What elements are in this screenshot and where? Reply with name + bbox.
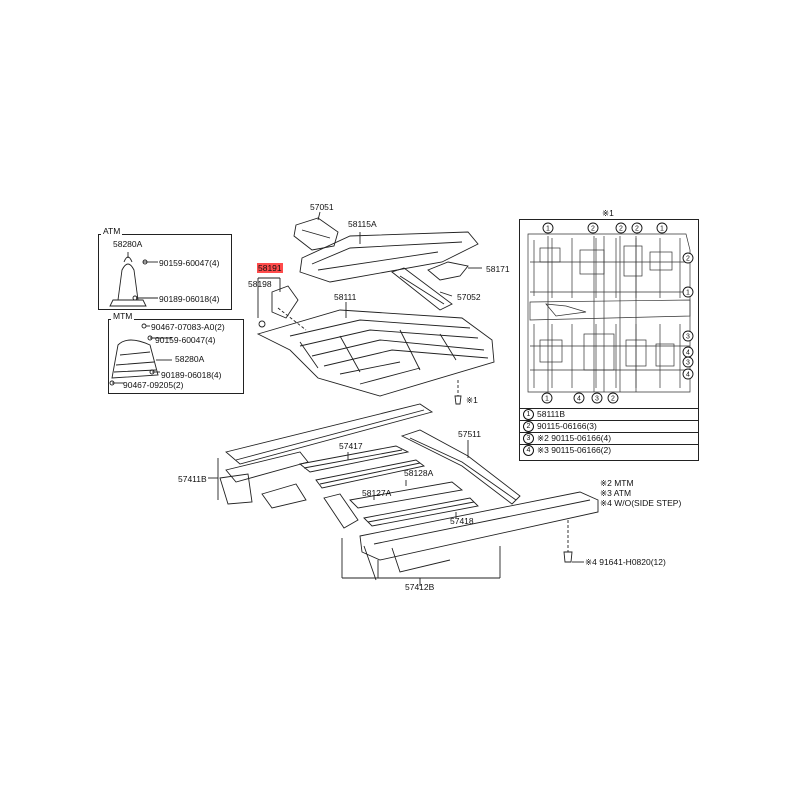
mtm-part-58280A: 58280A — [175, 354, 205, 364]
callout-2: 2 — [635, 226, 639, 233]
part-58111-floor-pan — [256, 309, 495, 397]
legend-text: ※3 90115-06166(2) — [537, 445, 612, 455]
legend-text: 90115-06166(3) — [537, 421, 597, 431]
atm-shift-boot — [109, 252, 158, 307]
label-star1-note: ※1 — [466, 395, 478, 405]
mtm-title: MTM — [111, 311, 135, 321]
mtm-part-90467-07083: 90467-07083-A0(2) — [151, 322, 225, 332]
mtm-part-90189: 90189-06018(4) — [161, 370, 222, 380]
part-57412B-shape — [323, 491, 599, 581]
part-57417-shape — [298, 445, 410, 473]
mtm-part-90159: 90159-60047(4) — [155, 335, 216, 345]
part-58198-shape — [271, 285, 299, 319]
note-atm: ※3 ATM — [600, 488, 632, 498]
label-57052: 57052 — [457, 292, 481, 302]
callout-3: 3 — [595, 396, 599, 403]
legend-text: ※2 90115-06166(4) — [537, 433, 612, 443]
part-58127A-shape — [349, 481, 464, 509]
label-57418: 57418 — [450, 516, 474, 526]
mtm-shift-boot — [109, 323, 172, 386]
mtm-box: MTM 90467-07083-A0(2) 90159-60047(4) 582… — [108, 311, 244, 394]
label-57417: 57417 — [339, 441, 363, 451]
part-58171-shape — [427, 261, 469, 281]
callout-3: 3 — [686, 360, 690, 367]
part-57411B-shape — [219, 403, 434, 509]
callout-1: 1 — [660, 226, 664, 233]
detail-title: ※1 — [602, 208, 614, 218]
part-58128A-shape — [315, 459, 426, 489]
label-58115A: 58115A — [348, 219, 377, 229]
part-58115A-shape — [299, 231, 479, 283]
part-57051-shape — [293, 217, 339, 251]
callout-1: 1 — [546, 226, 550, 233]
legend-number: 3 — [523, 433, 534, 445]
atm-bolt-90189: 90189-06018(4) — [159, 294, 220, 304]
label-bottom-bolt: ※4 91641-H0820(12) — [585, 557, 666, 567]
note-side-step: ※4 W/O(SIDE STEP) — [600, 498, 682, 508]
label-58111: 58111 — [334, 292, 357, 302]
label-58198: 58198 — [248, 279, 272, 289]
callout-2: 2 — [591, 226, 595, 233]
note-mtm: ※2 MTM — [600, 478, 634, 488]
callout-3: 3 — [686, 334, 690, 341]
atm-title: ATM — [101, 226, 123, 236]
callout-4: 4 — [686, 350, 690, 357]
legend-number: 4 — [523, 445, 534, 457]
callout-1: 1 — [686, 290, 690, 297]
label-57411B: 57411B — [178, 474, 207, 484]
label-58191-highlighted: 58191 — [257, 263, 283, 273]
legend-number: 1 — [523, 409, 534, 421]
label-58127A: 58127A — [362, 488, 392, 498]
label-58128A: 58128A — [404, 468, 434, 478]
detail-underbody-drawing — [527, 233, 691, 393]
callout-2: 2 — [619, 226, 623, 233]
callout-4: 4 — [577, 396, 581, 403]
label-57051: 57051 — [310, 202, 334, 212]
detail-box: ※1 — [519, 208, 699, 409]
callout-1: 1 — [545, 396, 549, 403]
label-57511: 57511 — [458, 429, 482, 439]
detail-callout-circles — [541, 222, 694, 404]
atm-box: ATM 58280A 90159-60047(4) 90189-06018(4) — [98, 226, 232, 310]
callout-2: 2 — [611, 396, 615, 403]
part-57052-shape — [391, 267, 453, 311]
part-57418-shape — [363, 497, 479, 527]
label-57412B: 57412B — [405, 582, 435, 592]
atm-bolt-90159: 90159-60047(4) — [159, 258, 220, 268]
mtm-part-90467-09205: 90467-09205(2) — [123, 380, 184, 390]
part-57511-shape — [400, 429, 521, 505]
callout-2: 2 — [686, 256, 690, 263]
label-58171: 58171 — [486, 264, 510, 274]
legend-text: 58111B — [537, 409, 566, 419]
legend-row: 3※2 90115-06166(4) — [520, 433, 698, 445]
legend-row: 4※3 90115-06166(2) — [520, 445, 698, 457]
atm-part-58280A: 58280A — [113, 239, 143, 249]
callout-4: 4 — [686, 372, 690, 379]
legend-number: 2 — [523, 421, 534, 433]
